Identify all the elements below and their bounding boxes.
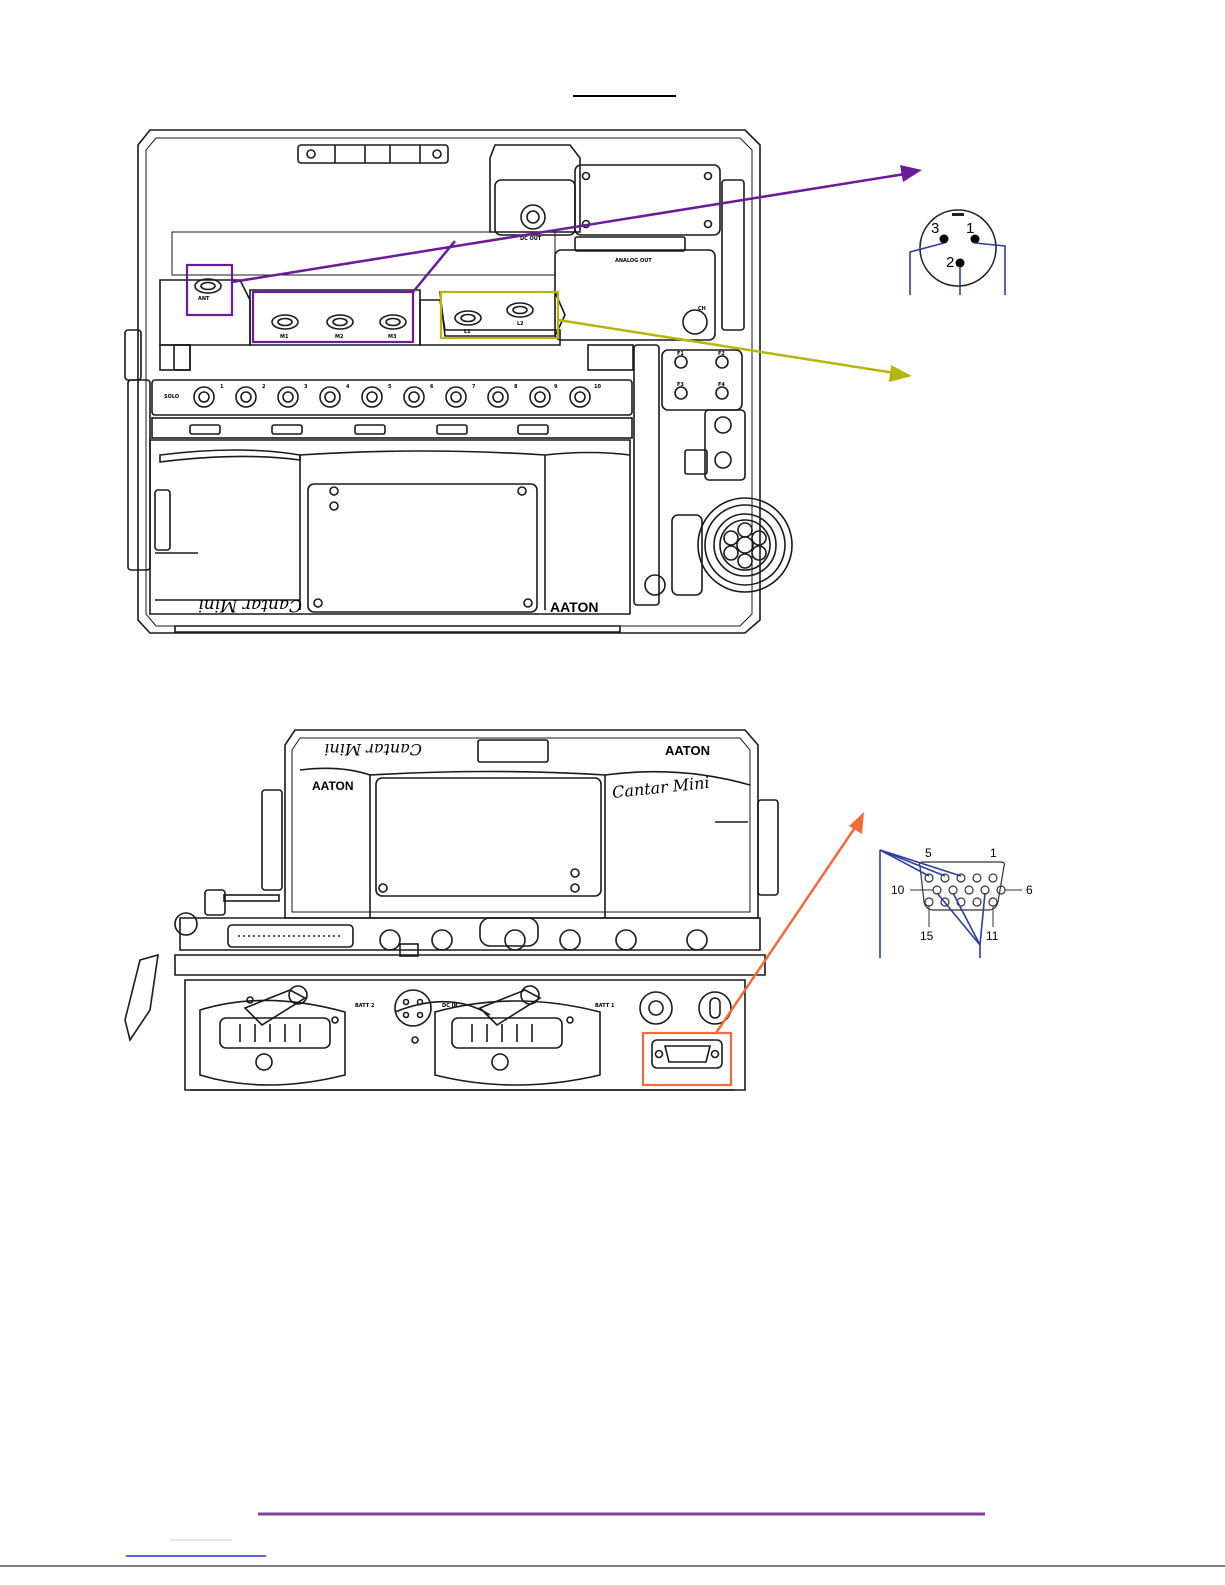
solo-label: SOLO: [164, 394, 179, 400]
xlr-pin-label-1: 1: [966, 220, 974, 237]
batt2-label: BATT 2: [355, 1003, 375, 1009]
ch-label: CH: [698, 306, 706, 312]
xlr-key: [952, 213, 964, 216]
xlr-pin-2: [956, 259, 965, 268]
vga-pin: [925, 898, 933, 906]
xlr-pin-3: [940, 235, 949, 244]
m2-label: M2: [335, 334, 344, 340]
vga-pin-diagram: 5 1 10 6 15 11: [880, 846, 1033, 958]
purple-arrow: [232, 174, 905, 282]
vga-pin: [989, 898, 997, 906]
top-brand-logo: AATON: [550, 599, 598, 615]
vga-pin: [965, 886, 973, 894]
vga-pin-label-11: 11: [986, 929, 999, 943]
orange-arrowhead: [849, 812, 864, 834]
vga-pin: [989, 874, 997, 882]
f2-label: F2: [718, 351, 725, 357]
vga-pin-label-15: 15: [920, 929, 934, 943]
analog-out-label: ANALOG OUT: [615, 258, 652, 264]
l2-label: L2: [517, 321, 524, 327]
bottom-product-logo-left: Cantar Mini: [324, 740, 422, 759]
olive-arrowhead: [889, 365, 912, 382]
xlr-pin-label-3: 3: [931, 220, 939, 237]
solo-number: 1: [220, 384, 224, 390]
vga-pin: [933, 886, 941, 894]
solo-number: 9: [554, 384, 558, 390]
m3-label: M3: [388, 334, 397, 340]
vga-shell: [920, 862, 1005, 910]
l1-label: L1: [464, 329, 471, 335]
bottom-brand-logo-right: AATON: [665, 743, 710, 758]
vga-pin: [973, 874, 981, 882]
xlr-pin-diagram: 3 1 2: [910, 210, 1005, 295]
ant-label: ANT: [198, 296, 210, 302]
line-inputs-highlight-box: [441, 292, 558, 338]
vga-wire: [953, 893, 980, 945]
solo-number: 4: [346, 384, 350, 390]
vga-pin-label-6: 6: [1026, 883, 1033, 897]
dc-in-label: DC IN: [442, 1003, 458, 1009]
solo-number: 7: [472, 384, 476, 390]
bottom-product-logo-right: Cantar Mini: [611, 773, 710, 802]
vga-pin-label-5: 5: [925, 846, 932, 860]
vga-pin: [973, 898, 981, 906]
solo-number: 10: [594, 384, 601, 390]
purple-arrowhead: [900, 165, 922, 182]
vga-pin-label-1: 1: [990, 846, 997, 860]
vga-pin: [949, 886, 957, 894]
f3-label: F3: [677, 382, 684, 388]
top-device-drawing: [125, 130, 792, 633]
solo-number: 2: [262, 384, 266, 390]
solo-number: 6: [430, 384, 434, 390]
xlr-pin-label-2: 2: [946, 254, 954, 271]
bottom-brand-logo-left: AATON: [312, 779, 354, 793]
batt1-label: BATT 1: [595, 1003, 615, 1009]
solo-number: 5: [388, 384, 392, 390]
top-product-logo: Cantar Mini: [198, 595, 302, 615]
f4-label: F4: [718, 382, 725, 388]
dc-out-label: DC OUT: [520, 236, 542, 242]
solo-number: 8: [514, 384, 518, 390]
m1-label: M1: [280, 334, 289, 340]
vga-pin-label-10: 10: [891, 883, 905, 897]
orange-arrow: [716, 826, 856, 1033]
vga-pin: [981, 886, 989, 894]
solo-number: 3: [304, 384, 308, 390]
f1-label: F1: [677, 351, 684, 357]
